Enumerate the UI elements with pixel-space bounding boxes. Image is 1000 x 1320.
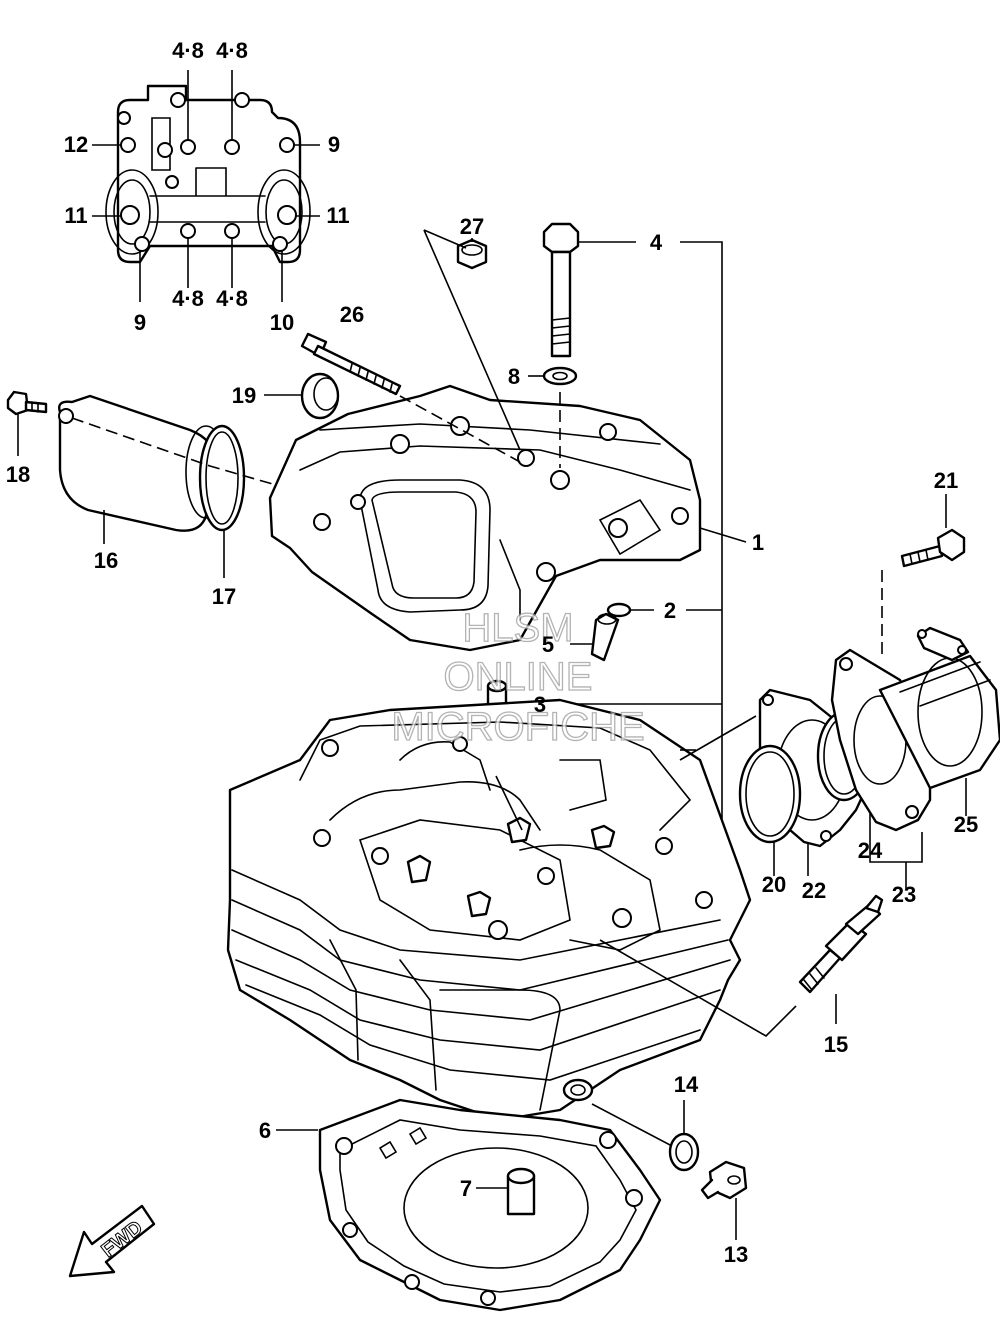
callout-8: 8 [508,364,520,389]
callout-21: 21 [934,468,958,493]
dowel-5 [590,612,620,662]
callout-1: 1 [752,530,764,555]
callout-11-right: 11 [326,203,349,228]
callout-13: 13 [724,1242,748,1267]
callout-24: 24 [858,838,883,863]
callout-15: 15 [824,1032,848,1057]
callout-12: 12 [64,132,88,157]
callout-10: 10 [270,310,294,335]
washer-8 [542,366,578,386]
bolt-4 [542,222,580,358]
watermark: HLSM ONLINE MICROFICHE [391,605,646,749]
head-gasket-6 [318,1098,662,1312]
head-bolt-pattern-inset [92,70,320,302]
callout-16: 16 [94,548,118,573]
callout-14: 14 [674,1072,699,1097]
o-ring-2 [606,602,632,618]
seal-19 [300,372,340,420]
callout-5: 5 [542,632,554,657]
o-ring-17 [198,424,246,532]
intake-pipe-23 [830,626,1000,832]
watermark-line-3: MICROFICHE [391,705,644,749]
callout-26: 26 [340,302,364,327]
callout-4-8-top-right: 4·8 [216,38,248,63]
nut-27 [456,238,488,270]
o-ring-20 [738,744,802,844]
bolt-18 [6,390,48,416]
callout-22: 22 [802,878,826,903]
callout-4-8-top-left: 4·8 [172,38,204,63]
callout-9-top: 9 [328,132,340,157]
callout-11-left: 11 [64,203,87,228]
callout-9-bottom: 9 [134,310,146,335]
callout-2: 2 [664,598,676,623]
callout-17: 17 [212,584,236,609]
callout-27: 27 [460,214,484,239]
callout-4-8-bottom-right: 4·8 [216,286,248,311]
plug-13 [700,1160,748,1200]
head-cover-upper [268,384,702,652]
callout-4: 4 [650,230,663,255]
callout-3: 3 [534,692,546,717]
watermark-line-1: HLSM [462,606,573,650]
watermark-line-2: ONLINE [444,655,593,699]
callout-labels: 4·8 4·8 4·8 4·8 12 9 11 11 9 10 27 26 4 … [6,38,978,1267]
bolt-21 [900,528,966,568]
dowel-7 [506,1167,536,1216]
callout-20: 20 [762,872,786,897]
callout-18: 18 [6,462,30,487]
cylinder-head-main [226,698,752,1122]
callout-25: 25 [954,812,978,837]
callout-6: 6 [259,1118,271,1143]
callout-19: 19 [232,383,256,408]
stud-bolt-26 [300,332,402,396]
fwd-arrow: FWD [68,1204,156,1278]
callout-4-8-bottom-left: 4·8 [172,286,204,311]
washer-14 [668,1132,700,1172]
callout-23: 23 [892,882,916,907]
spark-plug-15 [798,894,884,994]
callout-7: 7 [460,1176,472,1201]
